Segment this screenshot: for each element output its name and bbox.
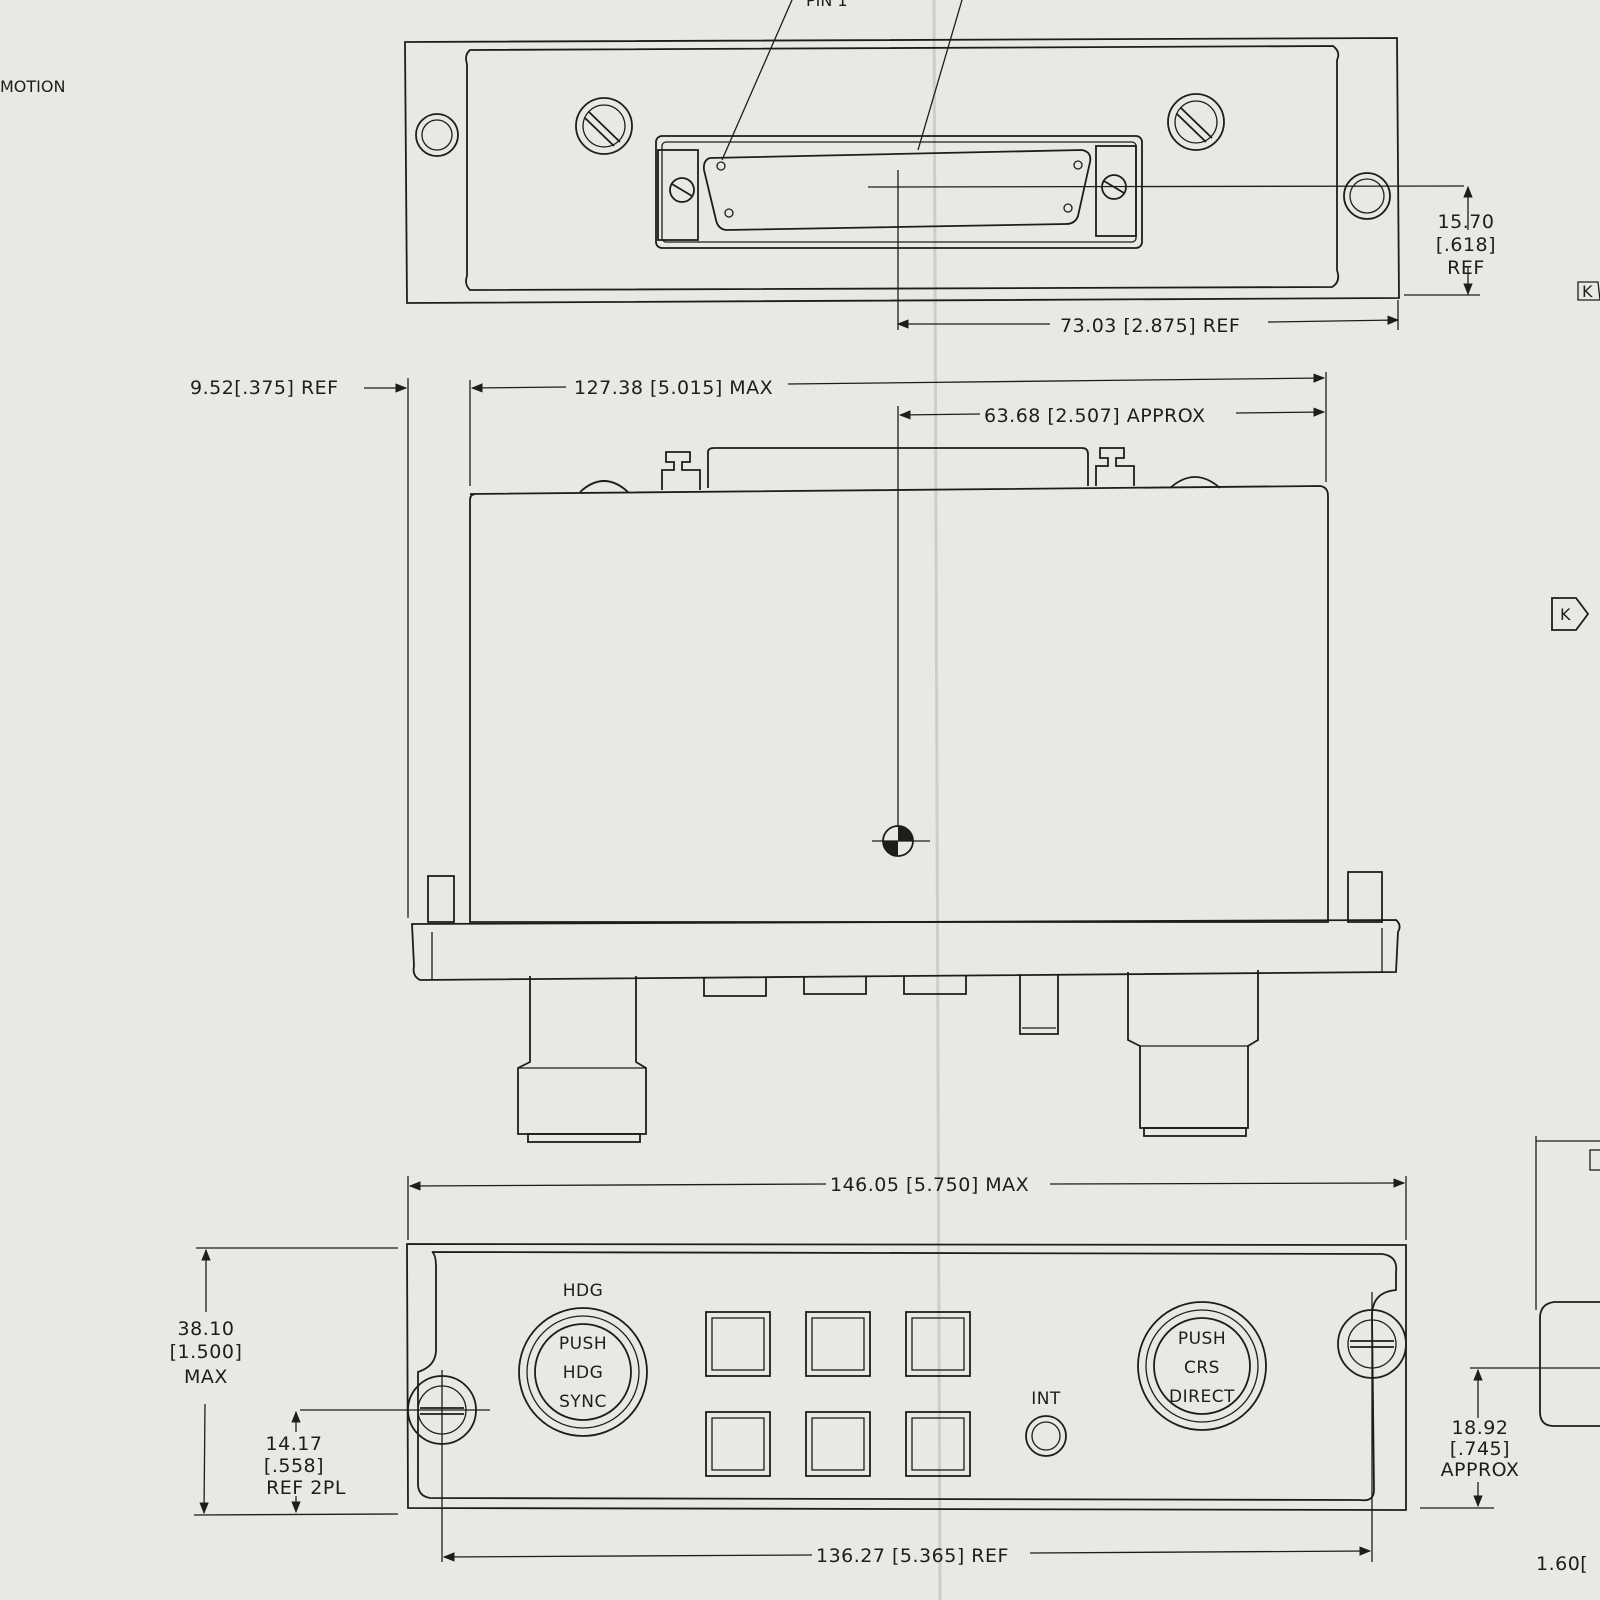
- front-panel: HDG PUSH HDG SYNC PUSH CRS DIRECT INT: [300, 1243, 1407, 1562]
- push-button[interactable]: [805, 1411, 871, 1477]
- side-view: [411, 447, 1401, 1143]
- svg-text:[.618]: [.618]: [1436, 234, 1496, 256]
- push-button[interactable]: [805, 1311, 871, 1377]
- svg-text:PUSH: PUSH: [559, 1334, 607, 1354]
- dim-knob-height: 18.92 [.745] APPROX: [1420, 1367, 1600, 1509]
- svg-text:K: K: [1560, 605, 1571, 624]
- svg-text:REF 2PL: REF 2PL: [266, 1477, 346, 1499]
- mount-hole-right-icon: [1343, 172, 1391, 220]
- hdg-sync-knob[interactable]: PUSH HDG SYNC: [518, 1307, 648, 1437]
- dim-rear-offset: 73.03 [2.875] REF: [896, 300, 1400, 337]
- dim-body-depth: 127.38 [5.015] MAX: [469, 372, 1327, 486]
- edge-text-pin: PIN 1: [806, 0, 848, 10]
- svg-text:136.27 [5.365] REF: 136.27 [5.365] REF: [816, 1545, 1009, 1567]
- rear-connector: [655, 135, 1143, 249]
- svg-text:9.52[.375] REF: 9.52[.375] REF: [190, 377, 339, 399]
- dim-cg-offset: 63.68 [2.507] APPROX: [897, 405, 1326, 826]
- svg-text:PUSH: PUSH: [1178, 1329, 1226, 1349]
- int-button[interactable]: [1025, 1415, 1067, 1457]
- ref-tag-k-1: K: [1577, 281, 1600, 301]
- dim-panel-height: 38.10 [1.500] MAX: [170, 1247, 399, 1516]
- hdg-label: HDG: [563, 1281, 604, 1301]
- rear-view: [404, 0, 1465, 330]
- push-button[interactable]: [905, 1411, 971, 1477]
- push-button[interactable]: [705, 1411, 771, 1477]
- int-label: INT: [1031, 1389, 1061, 1409]
- svg-text:DIRECT: DIRECT: [1169, 1387, 1235, 1407]
- svg-text:K: K: [1582, 282, 1593, 301]
- svg-text:38.10: 38.10: [178, 1318, 235, 1340]
- svg-text:[1.500]: [1.500]: [170, 1341, 243, 1363]
- crs-direct-knob[interactable]: PUSH CRS DIRECT: [1137, 1301, 1267, 1431]
- svg-text:[.745]: [.745]: [1450, 1438, 1510, 1460]
- svg-text:14.17: 14.17: [266, 1433, 323, 1455]
- paper-fold: [932, 0, 942, 1600]
- ref-tag-k-2: K: [1551, 597, 1590, 631]
- mount-hole-left-icon: [415, 113, 459, 157]
- svg-text:127.38 [5.015] MAX: 127.38 [5.015] MAX: [574, 377, 773, 399]
- svg-text:CRS: CRS: [1184, 1358, 1220, 1378]
- edge-text-motion: MOTION: [0, 77, 65, 96]
- svg-text:18.92: 18.92: [1452, 1417, 1509, 1439]
- svg-text:15.70: 15.70: [1438, 211, 1495, 233]
- svg-text:73.03 [2.875] REF: 73.03 [2.875] REF: [1060, 315, 1240, 337]
- dim-overall-width: 146.05 [5.750] MAX: [407, 1174, 1407, 1240]
- partial-side-view: [1535, 1136, 1600, 1427]
- dim-rear-height: 15.70 [.618] REF: [1404, 185, 1496, 296]
- svg-text:63.68 [2.507] APPROX: 63.68 [2.507] APPROX: [984, 405, 1206, 427]
- svg-text:[.558]: [.558]: [264, 1455, 324, 1477]
- push-button[interactable]: [905, 1311, 971, 1377]
- edge-text-bottom-right: 1.60[: [1536, 1553, 1588, 1575]
- push-button[interactable]: [705, 1311, 771, 1377]
- svg-text:APPROX: APPROX: [1441, 1459, 1520, 1481]
- dim-screw-height: 14.17 [.558] REF 2PL: [264, 1410, 346, 1514]
- dim-flange-ref: 9.52[.375] REF: [190, 377, 409, 918]
- dim-screw-spacing: 136.27 [5.365] REF: [442, 1545, 1372, 1567]
- svg-text:MAX: MAX: [184, 1366, 228, 1388]
- svg-text:146.05 [5.750] MAX: 146.05 [5.750] MAX: [830, 1174, 1029, 1196]
- svg-text:REF: REF: [1447, 257, 1485, 279]
- svg-text:HDG: HDG: [563, 1363, 604, 1383]
- svg-text:SYNC: SYNC: [559, 1392, 607, 1412]
- rear-screw-left-icon: [575, 97, 633, 155]
- rear-screw-right-icon: [1167, 93, 1225, 151]
- cg-symbol-icon: [872, 825, 930, 857]
